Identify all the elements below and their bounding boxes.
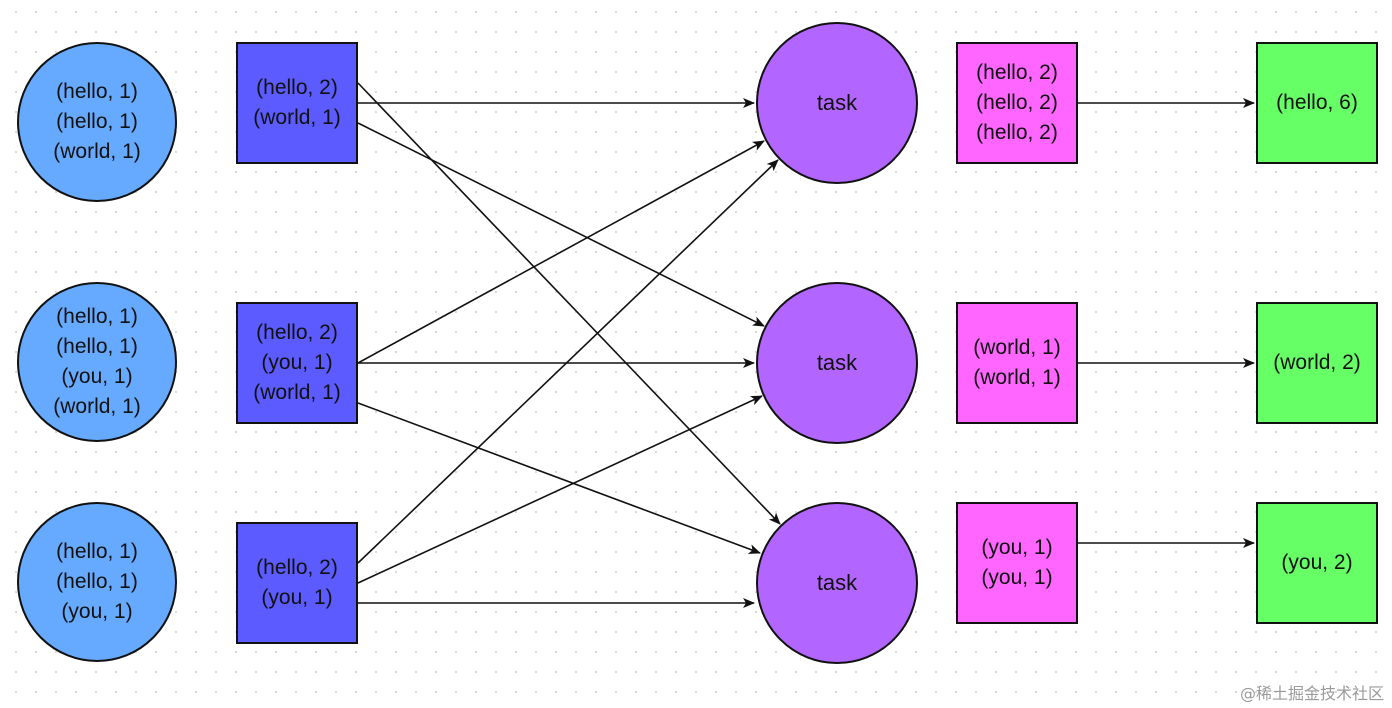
combined-3-line-1: (hello, 2): [256, 556, 338, 579]
grouped-1-line-1: (hello, 2): [976, 61, 1058, 84]
grouped-3-line-2: (you, 1): [981, 566, 1053, 589]
result-box-1: (hello, 6): [1256, 42, 1378, 164]
input-2-line-4: (world, 1): [53, 395, 141, 418]
grouped-2-line-1: (world, 1): [973, 336, 1061, 359]
edge-combined2-task3: [357, 402, 761, 554]
input-circle-3: (hello, 1) (hello, 1) (you, 1): [17, 502, 177, 662]
edge-combined2-task1: [357, 140, 765, 364]
edge-combined3-task1: [357, 159, 779, 564]
edge-combined1-task3: [357, 82, 781, 525]
task-circle-1: task: [756, 22, 918, 184]
input-3-line-3: (you, 1): [61, 600, 133, 623]
combined-2-line-1: (hello, 2): [256, 321, 338, 344]
combined-2-line-2: (you, 1): [261, 351, 333, 374]
input-1-line-3: (world, 1): [53, 140, 141, 163]
input-1-line-1: (hello, 1): [56, 80, 138, 103]
grouped-box-2: (world, 1) (world, 1): [956, 302, 1078, 424]
input-3-line-1: (hello, 1): [56, 540, 138, 563]
input-2-line-1: (hello, 1): [56, 305, 138, 328]
grouped-3-line-1: (you, 1): [981, 536, 1053, 559]
input-1-line-2: (hello, 1): [56, 110, 138, 133]
watermark-text: @稀土掘金技术社区: [1239, 684, 1384, 703]
edge-combined1-task2: [357, 122, 765, 327]
task-3-label: task: [816, 570, 858, 595]
result-box-3: (you, 2): [1256, 502, 1378, 624]
input-circle-1: (hello, 1) (hello, 1) (world, 1): [17, 42, 177, 202]
combined-2-line-3: (world, 1): [253, 381, 341, 404]
result-2-line-1: (world, 2): [1273, 351, 1361, 374]
combined-1-line-2: (world, 1): [253, 106, 341, 129]
combined-3-line-2: (you, 1): [261, 586, 333, 609]
grouped-box-3: (you, 1) (you, 1): [956, 502, 1078, 624]
combined-box-2: (hello, 2) (you, 1) (world, 1): [236, 302, 358, 424]
task-circle-2: task: [756, 282, 918, 444]
combined-box-1: (hello, 2) (world, 1): [236, 42, 358, 164]
task-1-label: task: [816, 90, 858, 115]
grouped-1-line-3: (hello, 2): [976, 121, 1058, 144]
task-circle-3: task: [756, 502, 918, 664]
input-2-line-2: (hello, 1): [56, 335, 138, 358]
result-3-line-1: (you, 2): [1281, 551, 1353, 574]
result-1-line-1: (hello, 6): [1276, 91, 1358, 114]
input-2-line-3: (you, 1): [61, 365, 133, 388]
grouped-2-line-2: (world, 1): [973, 366, 1061, 389]
combined-1-line-1: (hello, 2): [256, 76, 338, 99]
edge-combined3-task2: [357, 395, 763, 584]
combined-box-3: (hello, 2) (you, 1): [236, 522, 358, 644]
result-box-2: (world, 2): [1256, 302, 1378, 424]
input-3-line-2: (hello, 1): [56, 570, 138, 593]
input-circle-2: (hello, 1) (hello, 1) (you, 1) (world, 1…: [17, 282, 177, 442]
task-2-label: task: [816, 350, 858, 375]
grouped-1-line-2: (hello, 2): [976, 91, 1058, 114]
grouped-box-1: (hello, 2) (hello, 2) (hello, 2): [956, 42, 1078, 164]
